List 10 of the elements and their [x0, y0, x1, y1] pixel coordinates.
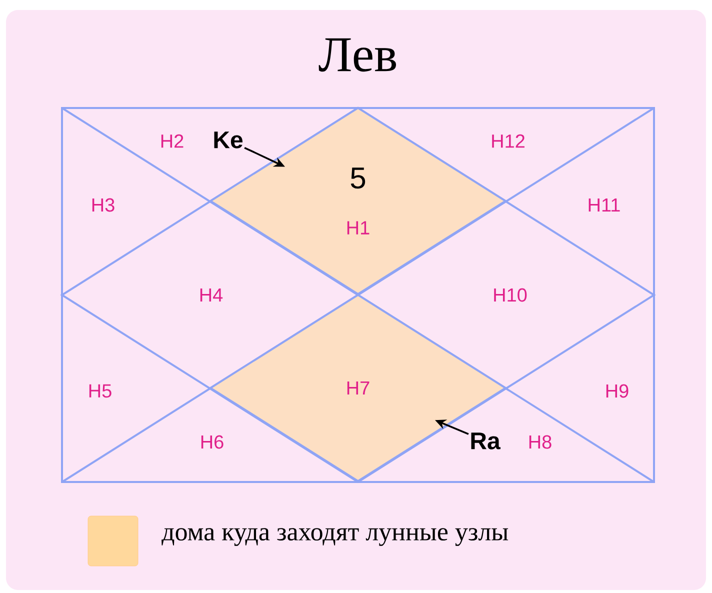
planet-label: Ke — [214, 132, 243, 148]
title: Лев — [318, 38, 396, 72]
house-label: H8 — [529, 435, 552, 449]
house-label: H2 — [161, 134, 184, 148]
house-label: H9 — [606, 384, 628, 398]
legend-text: дома куда заходят лунные узлы — [162, 528, 508, 546]
planet-label: Ra — [471, 432, 500, 450]
house-label: H11 — [588, 198, 620, 212]
house-label: H5 — [89, 384, 112, 398]
house-label: H3 — [92, 198, 114, 212]
